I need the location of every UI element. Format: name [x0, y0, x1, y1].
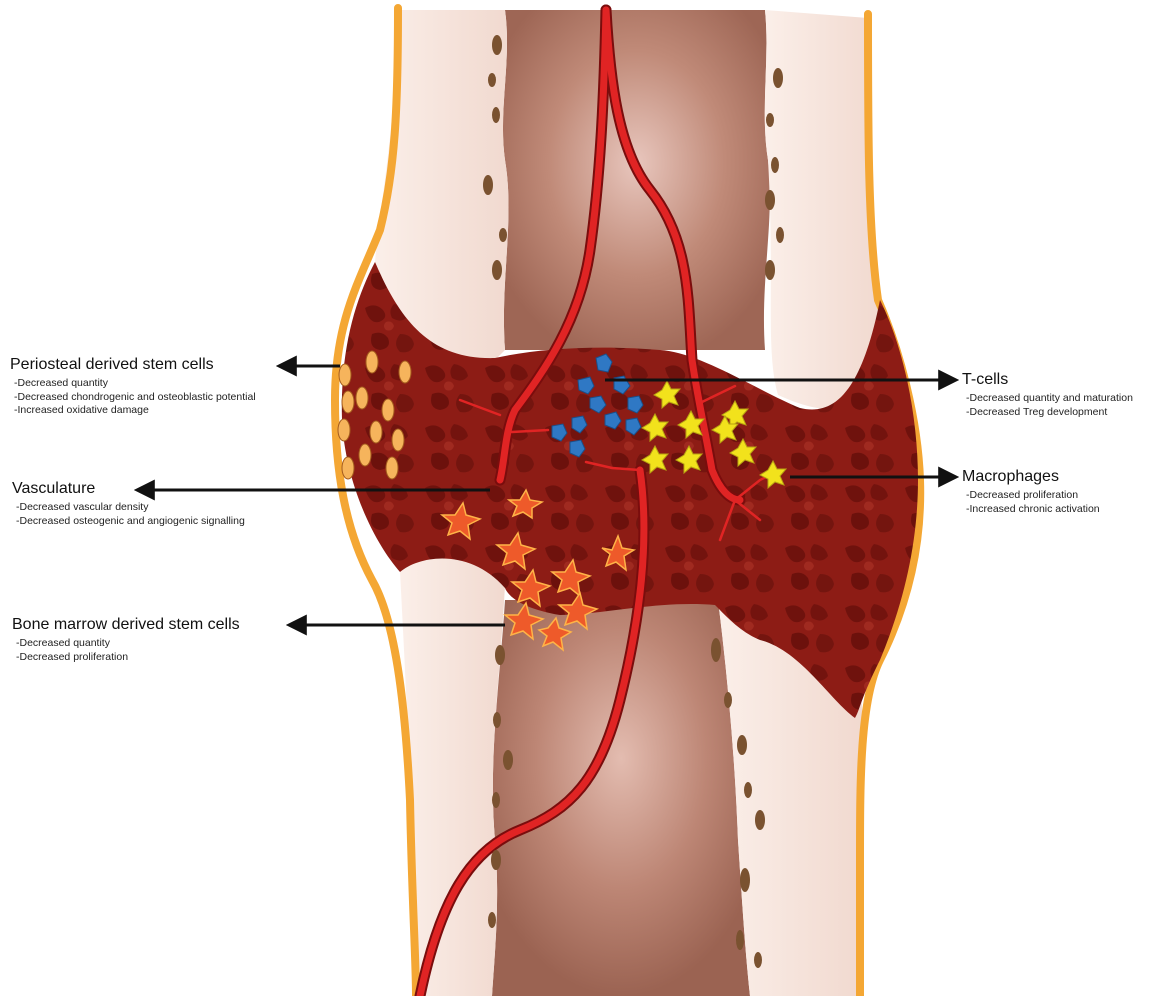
bone-marrow-note-1: -Decreased quantity: [16, 637, 240, 651]
periosteal-note-3: -Increased oxidative damage: [14, 404, 256, 418]
periosteal-title: Periosteal derived stem cells: [10, 355, 256, 374]
bone-marrow-note-2: -Decreased proliferation: [16, 651, 240, 665]
macrophages-note-2: -Increased chronic activation: [966, 503, 1100, 517]
macrophages-note-1: -Decreased proliferation: [966, 489, 1100, 503]
t-cells-note-1: -Decreased quantity and maturation: [966, 392, 1133, 406]
vasculature-note-2: -Decreased osteogenic and angiogenic sig…: [16, 515, 245, 529]
t-cells-title: T-cells: [962, 370, 1133, 389]
label-vasculature: Vasculature -Decreased vascular density …: [12, 479, 245, 528]
vasculature-title: Vasculature: [12, 479, 245, 498]
periosteal-note-1: -Decreased quantity: [14, 377, 256, 391]
label-bone-marrow: Bone marrow derived stem cells -Decrease…: [12, 615, 240, 664]
t-cells-note-2: -Decreased Treg development: [966, 406, 1133, 420]
bone-marrow-bottom: [492, 600, 750, 996]
label-macrophages: Macrophages -Decreased proliferation -In…: [962, 467, 1100, 516]
label-periosteal: Periosteal derived stem cells -Decreased…: [10, 355, 256, 418]
vasculature-note-1: -Decreased vascular density: [16, 501, 245, 515]
bone-marrow-title: Bone marrow derived stem cells: [12, 615, 240, 634]
periosteal-note-2: -Decreased chondrogenic and osteoblastic…: [14, 391, 256, 405]
label-t-cells: T-cells -Decreased quantity and maturati…: [962, 370, 1133, 419]
macrophages-title: Macrophages: [962, 467, 1100, 486]
